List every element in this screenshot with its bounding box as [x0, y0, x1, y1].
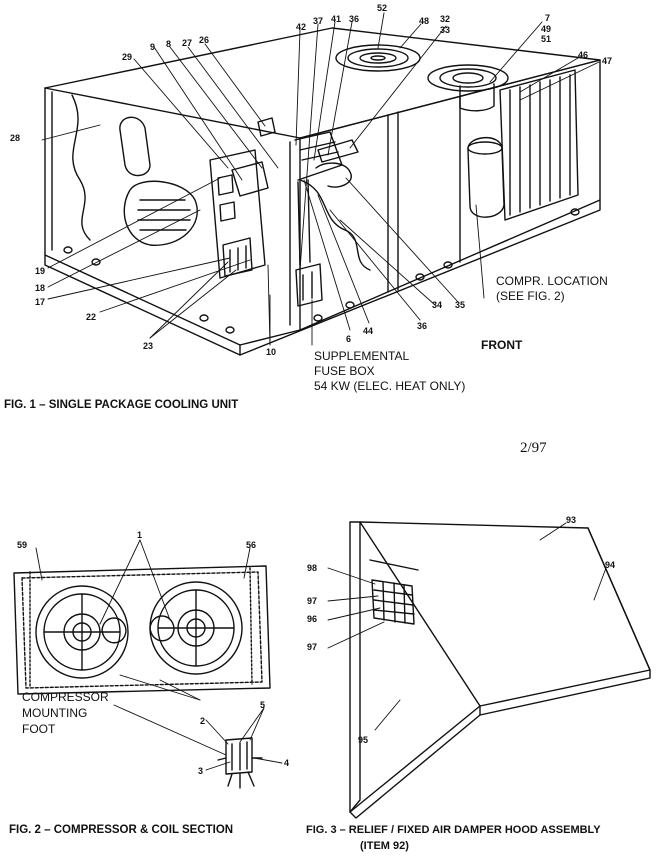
- fig3-leaders: [327, 522, 607, 731]
- front-label: FRONT: [481, 338, 523, 352]
- callout-36-top: 36: [349, 14, 360, 24]
- fig3-damper-hood: [349, 521, 651, 819]
- callout-33: 33: [440, 25, 451, 35]
- callout-5: 5: [260, 700, 266, 710]
- callout-32: 32: [440, 14, 451, 24]
- mount-foot-line3: FOOT: [22, 722, 56, 736]
- fig2-caption: FIG. 2 – COMPRESSOR & COIL SECTION: [9, 824, 234, 836]
- callout-28: 28: [10, 133, 21, 143]
- callout-3: 3: [198, 766, 204, 776]
- fig3-caption-item: (ITEM 92): [360, 840, 409, 852]
- callout-9: 9: [150, 42, 156, 52]
- callout-41: 41: [331, 14, 342, 24]
- callout-18: 18: [35, 283, 46, 293]
- callout-49: 49: [541, 24, 552, 34]
- callout-95: 95: [358, 735, 369, 745]
- fig1-leaders: [41, 12, 600, 346]
- fig1-cabinet: [44, 27, 601, 356]
- callout-4: 4: [284, 758, 290, 768]
- callout-23: 23: [143, 341, 154, 351]
- fig2-compressor-section: [13, 565, 271, 789]
- elec-heat-label: 54 KW (ELEC. HEAT ONLY): [314, 379, 466, 393]
- callout-96: 96: [307, 614, 318, 624]
- mount-foot-line2: MOUNTING: [22, 706, 88, 720]
- mount-foot-line1: COMPRESSOR: [22, 690, 109, 704]
- callout-6: 6: [346, 334, 352, 344]
- callout-2: 2: [200, 716, 206, 726]
- see-fig2-label: (SEE FIG. 2): [496, 289, 565, 303]
- callout-52: 52: [377, 3, 388, 13]
- callout-8: 8: [166, 39, 172, 49]
- callout-1: 1: [137, 530, 143, 540]
- callout-44: 44: [363, 326, 374, 336]
- callout-97-upper: 97: [307, 596, 318, 606]
- callout-26: 26: [199, 35, 210, 45]
- callout-34: 34: [432, 300, 443, 310]
- compr-location-label: COMPR. LOCATION: [496, 274, 608, 288]
- callout-29: 29: [122, 52, 133, 62]
- callout-46: 46: [578, 50, 589, 60]
- callout-42: 42: [296, 22, 307, 32]
- callout-51: 51: [541, 34, 552, 44]
- callout-17: 17: [35, 297, 46, 307]
- callout-47: 47: [602, 56, 613, 66]
- callout-36-bottom: 36: [417, 321, 428, 331]
- fig1-caption: FIG. 1 – SINGLE PACKAGE COOLING UNIT: [4, 399, 239, 411]
- callout-37: 37: [313, 16, 324, 26]
- callout-97-lower: 97: [307, 642, 318, 652]
- date-stamp: 2/97: [520, 440, 547, 456]
- fuse-box-label: FUSE BOX: [314, 364, 375, 378]
- callout-94: 94: [605, 560, 616, 570]
- callout-19: 19: [35, 266, 46, 276]
- callout-22: 22: [86, 312, 97, 322]
- callout-98: 98: [307, 563, 318, 573]
- callout-48: 48: [419, 16, 430, 26]
- callout-59: 59: [17, 540, 28, 550]
- callout-10: 10: [266, 347, 277, 357]
- callout-27: 27: [182, 38, 193, 48]
- callout-56: 56: [246, 540, 257, 550]
- callout-7: 7: [545, 13, 551, 23]
- fig3-caption: FIG. 3 – RELIEF / FIXED AIR DAMPER HOOD …: [306, 824, 601, 836]
- fig2-leaders: [35, 539, 283, 771]
- supplemental-label: SUPPLEMENTAL: [314, 349, 410, 363]
- callout-93: 93: [566, 515, 577, 525]
- callout-35: 35: [455, 300, 466, 310]
